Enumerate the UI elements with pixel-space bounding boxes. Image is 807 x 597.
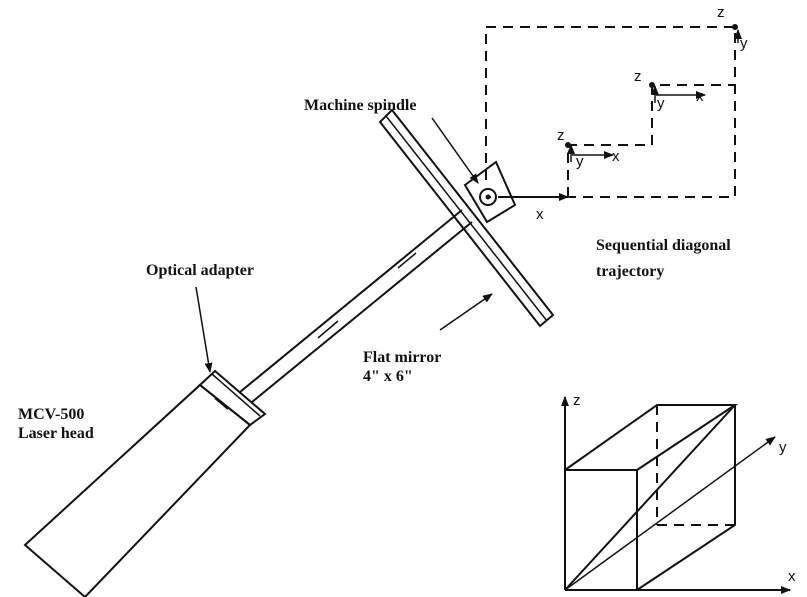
traj-z-label-3: z bbox=[717, 4, 725, 21]
adapter-pointer bbox=[195, 286, 213, 373]
inset-3d-box bbox=[561, 396, 791, 594]
optical-adapter bbox=[198, 369, 267, 427]
traj-x-label-2: x bbox=[612, 148, 620, 165]
flat-mirror-label: Flat mirror bbox=[363, 349, 441, 366]
traj-y-label-3: y bbox=[740, 35, 748, 52]
machine-spindle bbox=[463, 160, 517, 224]
trajectory-label: Sequential diagonal bbox=[596, 237, 731, 254]
traj-y-label-1: y bbox=[576, 153, 584, 170]
laser-beam bbox=[239, 209, 473, 403]
flat-mirror-size-label: 4" x 6" bbox=[363, 368, 413, 385]
machine-spindle-label: Machine spindle bbox=[304, 97, 416, 114]
inset-x-label: x bbox=[788, 568, 796, 585]
trajectory-label-2: trajectory bbox=[596, 263, 664, 280]
mirror-pointer bbox=[439, 293, 493, 331]
laser-head-label: Laser head bbox=[18, 425, 94, 442]
flat-mirror bbox=[378, 108, 555, 328]
laser-head-model-label: MCV-500 bbox=[18, 406, 84, 423]
traj-x-label-3: x bbox=[696, 88, 704, 105]
inset-z-label: z bbox=[573, 392, 581, 409]
inset-y-label: y bbox=[779, 439, 787, 456]
traj-z-label-2: z bbox=[634, 68, 642, 85]
spindle-pointer bbox=[431, 117, 479, 184]
traj-z-label-1: z bbox=[557, 127, 565, 144]
traj-x-label-1: x bbox=[536, 206, 544, 223]
traj-y-label-2: y bbox=[657, 95, 665, 112]
trajectory-path bbox=[485, 24, 742, 201]
optical-adapter-label: Optical adapter bbox=[146, 262, 254, 279]
